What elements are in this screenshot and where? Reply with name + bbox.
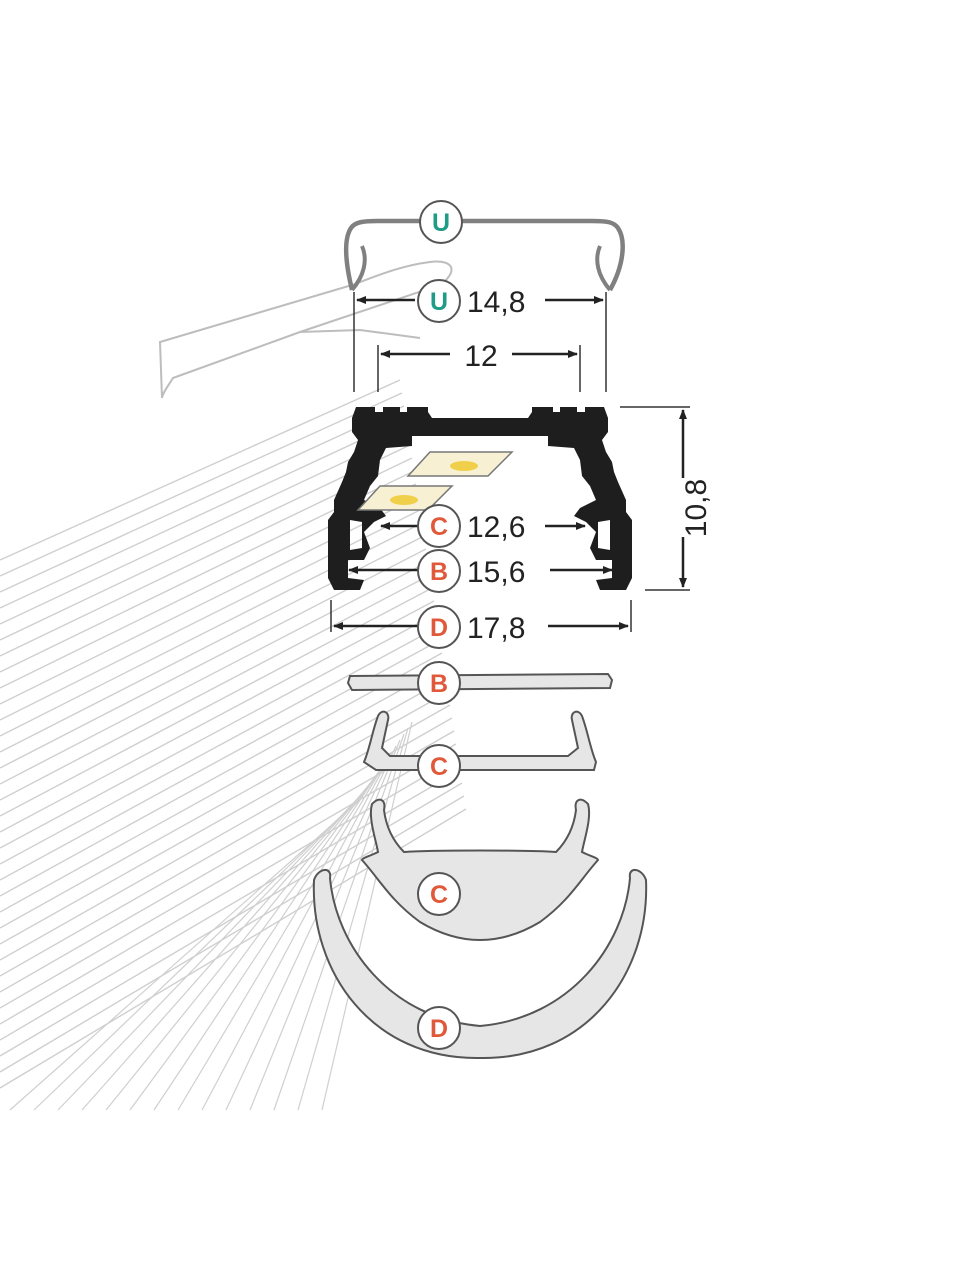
- extension-lines: [330, 292, 690, 632]
- badge-u-dim-label: U: [430, 288, 448, 316]
- hatch-line: [0, 626, 439, 865]
- u-cover-bend: [350, 245, 612, 292]
- u-cover-outline: [343, 218, 625, 292]
- badge-b-cover-label: B: [430, 670, 448, 698]
- dim-height: 10,8: [680, 479, 713, 537]
- hatch-line: [33, 793, 365, 1111]
- hatch-line: [297, 727, 409, 1111]
- hatch-line: [0, 574, 431, 801]
- hatch-line: [9, 799, 361, 1111]
- badge-c-cover: C: [417, 744, 461, 788]
- badge-u-top-label: U: [432, 209, 450, 237]
- hatch-line: [0, 652, 443, 897]
- dim-d-width: 17,8: [467, 612, 525, 645]
- badge-c-round: C: [417, 872, 461, 916]
- dim-inner-width: 12: [464, 340, 497, 373]
- hatch-line: [0, 665, 445, 913]
- hatch-line: [0, 600, 435, 833]
- badge-d-dim: D: [417, 605, 461, 649]
- hatch-line: [0, 418, 407, 609]
- hatch-line: [0, 613, 437, 849]
- badge-c-round-label: C: [430, 881, 448, 909]
- b-cover: [346, 672, 614, 692]
- hatch-line: [0, 405, 405, 593]
- dimension-arrows: [333, 296, 687, 630]
- badge-d-round: D: [417, 1006, 461, 1050]
- led-strip: [356, 451, 514, 511]
- dim-c-width: 12,6: [467, 511, 525, 544]
- hatch-line: [0, 379, 401, 561]
- hatch-line: [129, 769, 381, 1111]
- badge-c-dim-label: C: [430, 513, 448, 541]
- badge-d-round-label: D: [430, 1015, 448, 1043]
- hatch-line: [57, 787, 369, 1111]
- hatch-line: [0, 561, 429, 785]
- hatch-line: [0, 496, 419, 705]
- badge-c-dim: C: [417, 504, 461, 548]
- d-round-cover: [312, 869, 648, 1060]
- badge-b-cover: B: [417, 661, 461, 705]
- badge-c-cover-label: C: [430, 753, 448, 781]
- hatch-line: [177, 757, 389, 1111]
- hatch-line: [0, 444, 411, 641]
- hatch-line: [81, 781, 373, 1111]
- hatch-line: [225, 745, 397, 1111]
- badge-d-dim-label: D: [430, 614, 448, 642]
- dim-u-width: 14,8: [467, 286, 525, 319]
- badge-u-top: U: [419, 200, 463, 244]
- dim-b-width: 15,6: [467, 556, 525, 589]
- badge-u-dim: U: [417, 279, 461, 323]
- hatch-line: [105, 775, 377, 1111]
- u-cover-perspective: [158, 260, 453, 399]
- hatch-line: [0, 392, 403, 577]
- hatch-line: [153, 763, 385, 1111]
- badge-b-dim-label: B: [430, 558, 448, 586]
- hatch-line: [0, 678, 447, 929]
- hatch-line: [321, 721, 413, 1111]
- hatch-line: [0, 587, 433, 817]
- aluminium-profile: [328, 407, 632, 590]
- c-cover: [362, 710, 598, 771]
- hatch-line: [201, 751, 393, 1111]
- badge-b-dim: B: [417, 549, 461, 593]
- hatch-line: [0, 431, 409, 625]
